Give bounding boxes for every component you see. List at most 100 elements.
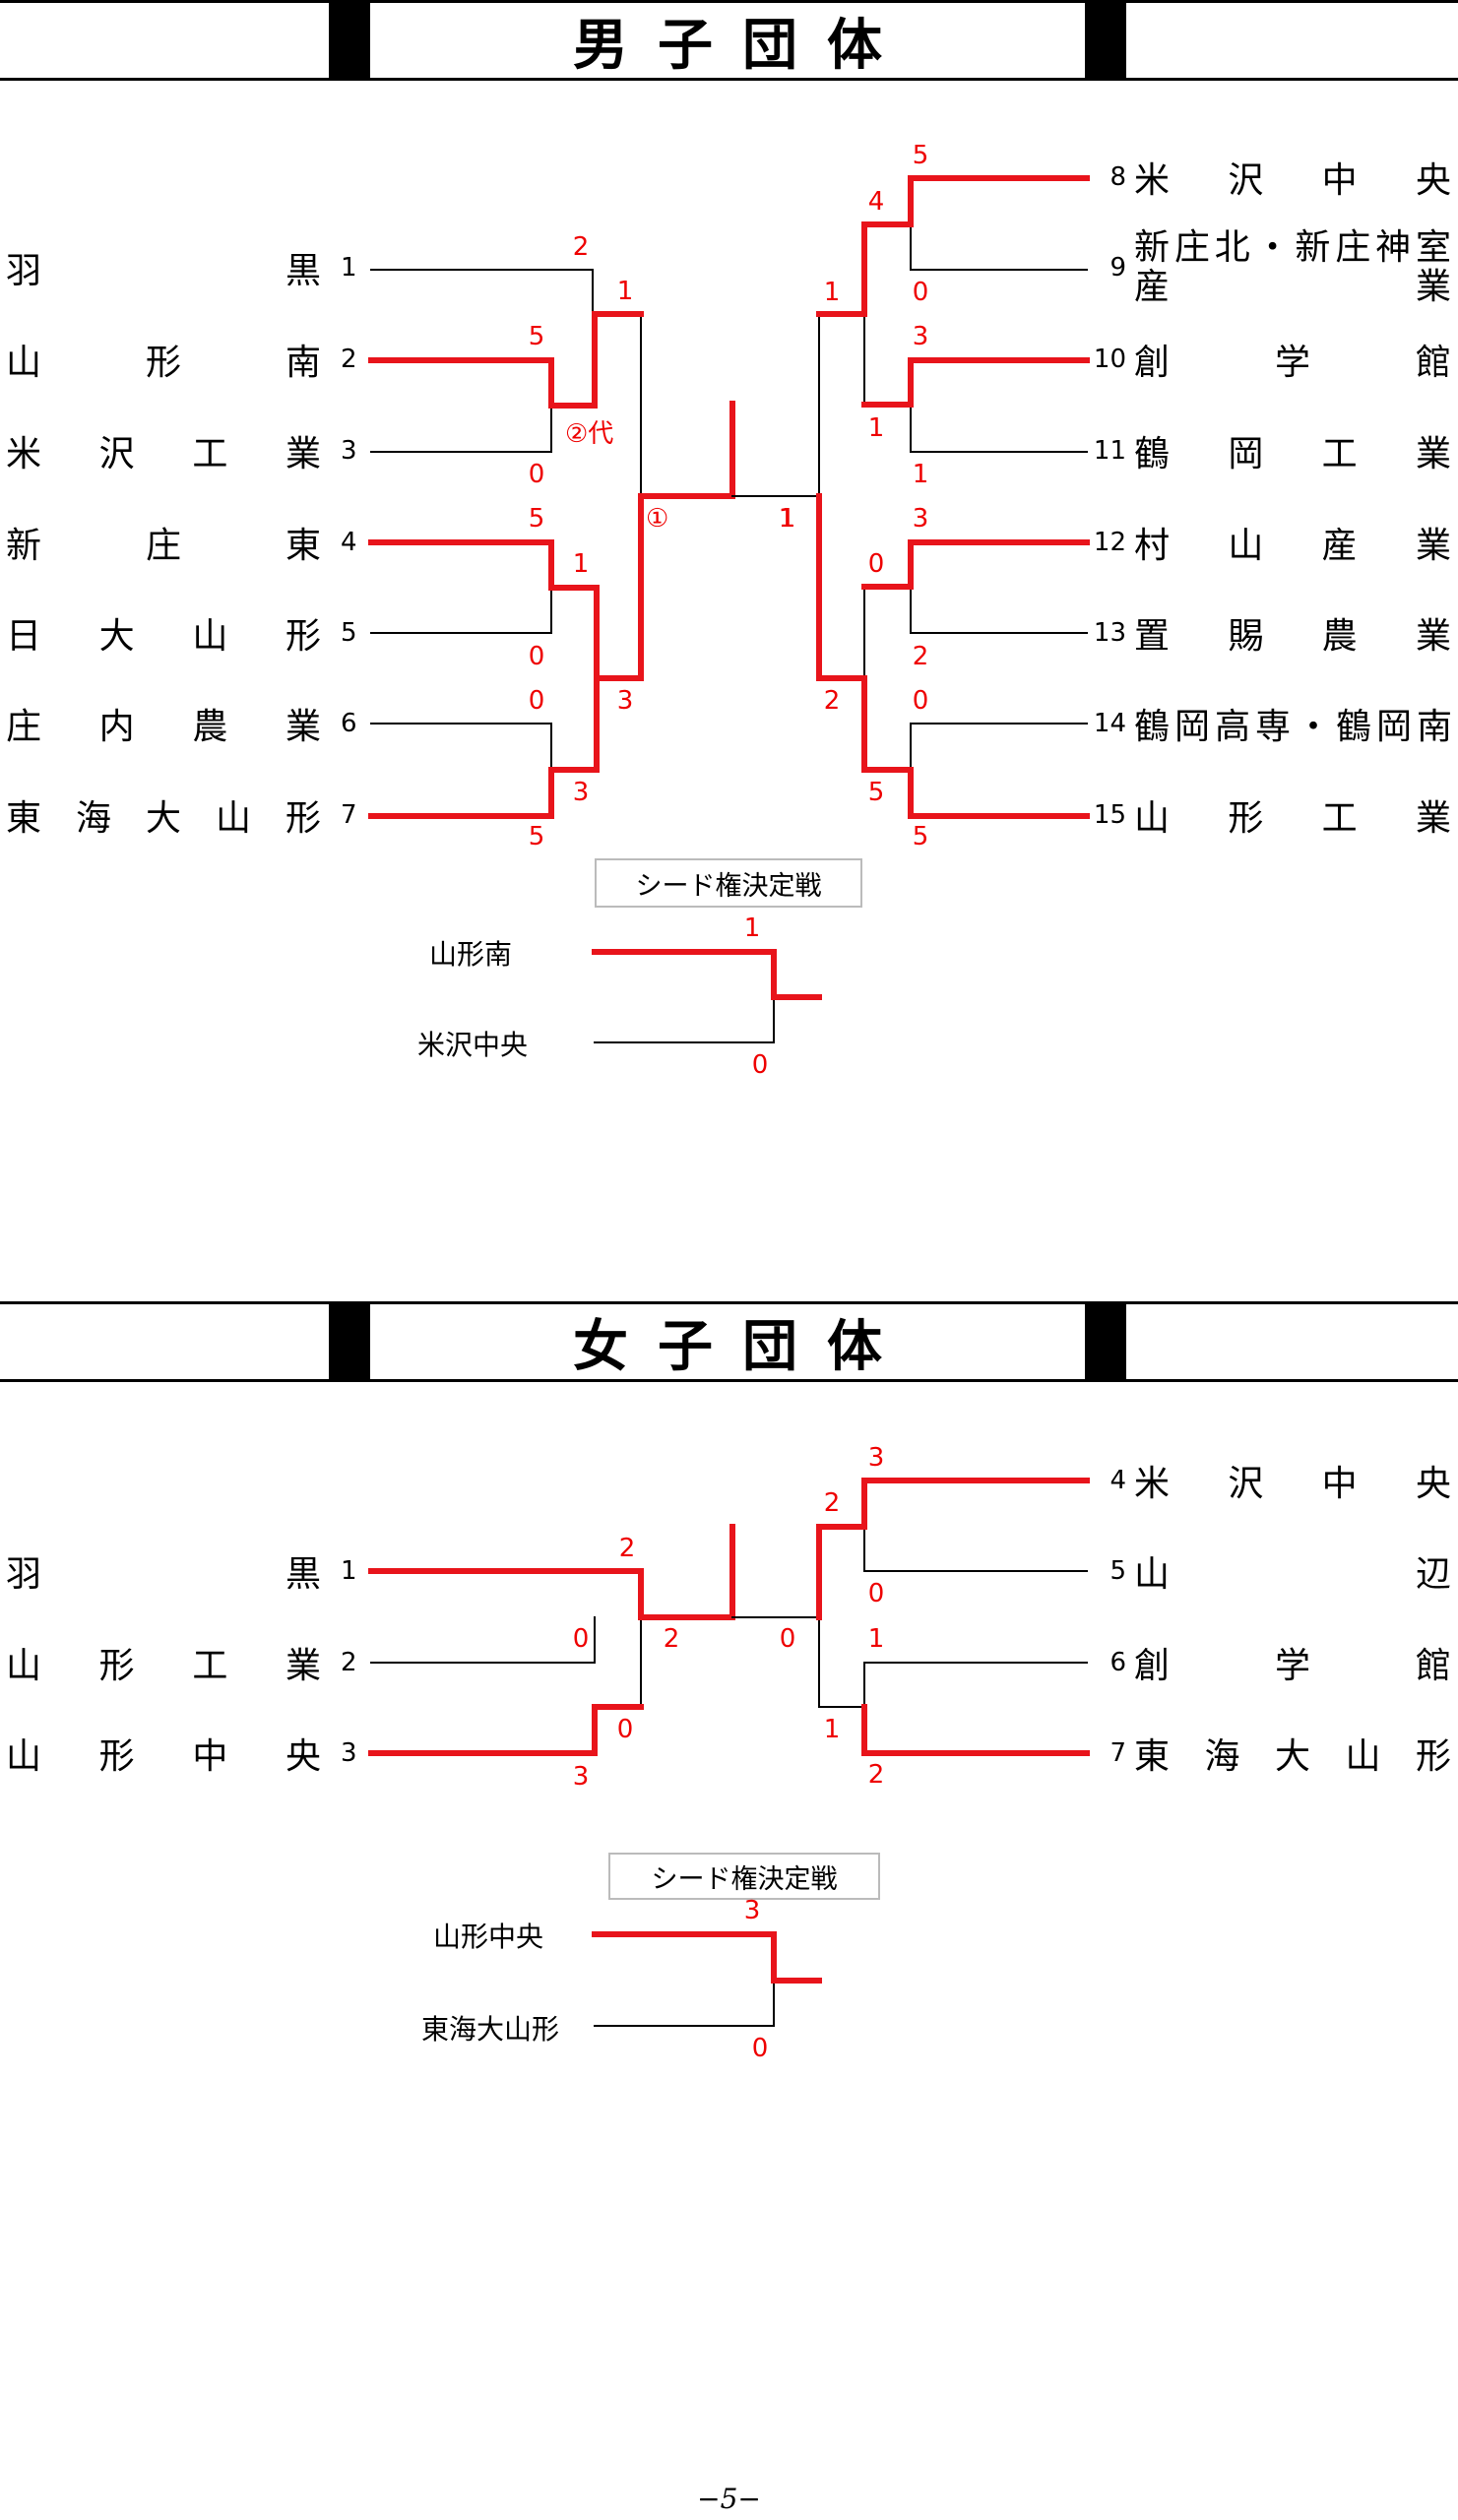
score-label: 1 bbox=[616, 277, 634, 306]
score-label: 0 bbox=[912, 686, 929, 716]
boys-section-header: 男子団体 bbox=[0, 0, 1458, 81]
score-label: 0 bbox=[616, 1715, 634, 1744]
team-name: 米沢中央 bbox=[1134, 160, 1451, 201]
seed-number: 3 bbox=[341, 1738, 357, 1768]
score-label: 0 bbox=[751, 2034, 769, 2063]
score-label: 1 bbox=[867, 1624, 885, 1654]
score-label: 2 bbox=[618, 1534, 636, 1563]
seed-number: 7 bbox=[1109, 1738, 1126, 1768]
seed-number: 2 bbox=[341, 1648, 357, 1677]
team-name: 創学館 bbox=[1134, 343, 1451, 383]
score-label: 5 bbox=[528, 822, 545, 851]
team-name: 創学館 bbox=[1134, 1646, 1451, 1686]
score-label: 5 bbox=[867, 778, 885, 807]
score-label: 1 bbox=[823, 278, 841, 307]
seed-number: 7 bbox=[341, 800, 357, 830]
team-name: 東海大山形 bbox=[6, 798, 321, 839]
seed-number: 5 bbox=[341, 618, 357, 648]
seed-number: 8 bbox=[1109, 162, 1126, 192]
score-label: 3 bbox=[743, 1896, 761, 1925]
header-left-block bbox=[329, 1304, 370, 1379]
score-label: 0 bbox=[867, 1579, 885, 1608]
score-label: 0 bbox=[528, 460, 545, 489]
seed-number: 2 bbox=[341, 345, 357, 374]
team-name: 村山産業 bbox=[1134, 526, 1451, 566]
score-label: 3 bbox=[572, 1762, 590, 1792]
score-label: 0 bbox=[528, 642, 545, 671]
playoff-title: シード権決定戦 bbox=[595, 858, 862, 908]
girls-section-header: 女子団体 bbox=[0, 1301, 1458, 1382]
header-left-block bbox=[329, 3, 370, 78]
representative-2-note: ②代 bbox=[565, 419, 614, 449]
team-name: 鶴岡高専・鶴岡南 bbox=[1134, 707, 1452, 747]
seed-number: 12 bbox=[1093, 528, 1126, 557]
score-label: 2 bbox=[572, 232, 590, 262]
score-label: 0 bbox=[867, 549, 885, 579]
score-label: 2 bbox=[823, 1488, 841, 1518]
score-label: 3 bbox=[572, 778, 590, 807]
score-label: 5 bbox=[912, 141, 929, 170]
score-label: 1 bbox=[912, 460, 929, 489]
team-name: 米沢工業 bbox=[6, 434, 321, 474]
seed-number: 1 bbox=[341, 253, 357, 283]
seed-number: 15 bbox=[1093, 800, 1126, 830]
score-label: 3 bbox=[616, 686, 634, 716]
page-number: −5− bbox=[697, 2483, 761, 2515]
playoff-team-b: 東海大山形 bbox=[420, 2013, 559, 2046]
seed-number: 1 bbox=[341, 1556, 357, 1586]
team-name: 日大山形 bbox=[6, 616, 321, 657]
seed-number: 5 bbox=[1109, 1556, 1126, 1586]
boys-title: 男子団体 bbox=[573, 13, 912, 78]
team-name: 庄内農業 bbox=[6, 707, 321, 747]
seed-number: 13 bbox=[1093, 618, 1126, 648]
seed-number: 9 bbox=[1109, 253, 1126, 283]
score-label: 0 bbox=[572, 1624, 590, 1654]
score-label: 5 bbox=[528, 504, 545, 534]
header-right-block bbox=[1085, 3, 1126, 78]
team-name: 山形工業 bbox=[6, 1646, 321, 1686]
seed-number: 10 bbox=[1093, 345, 1126, 374]
score-label: 5 bbox=[528, 322, 545, 351]
team-name: 新庄北・新庄神室産業 bbox=[1134, 227, 1451, 307]
team-name: 羽黒 bbox=[6, 1554, 321, 1595]
seed-number: 3 bbox=[341, 436, 357, 466]
team-name: 米沢中央 bbox=[1134, 1464, 1451, 1504]
score-label: 1 bbox=[778, 504, 795, 534]
team-name: 東海大山形 bbox=[1134, 1736, 1451, 1777]
seed-number: 14 bbox=[1093, 709, 1126, 738]
score-label: 0 bbox=[779, 1624, 796, 1654]
team-name: 鶴岡工業 bbox=[1134, 434, 1451, 474]
seed-number: 4 bbox=[1109, 1466, 1126, 1495]
score-label: 4 bbox=[867, 187, 885, 217]
team-name: 山形工業 bbox=[1134, 798, 1451, 839]
team-name: 山形中央 bbox=[6, 1736, 321, 1777]
team-name: 新庄東 bbox=[6, 526, 321, 566]
representative-1-note: ① bbox=[646, 504, 669, 534]
team-name: 山辺 bbox=[1134, 1554, 1451, 1595]
score-label: 3 bbox=[912, 322, 929, 351]
score-label: 0 bbox=[751, 1050, 769, 1080]
score-label: 2 bbox=[823, 686, 841, 716]
score-label: 3 bbox=[867, 1443, 885, 1473]
seed-number: 6 bbox=[341, 709, 357, 738]
score-label: 2 bbox=[867, 1760, 885, 1790]
seed-number: 6 bbox=[1109, 1648, 1126, 1677]
score-label: 0 bbox=[528, 686, 545, 716]
score-label: 1 bbox=[823, 1715, 841, 1744]
header-right-block bbox=[1085, 1304, 1126, 1379]
score-label: 2 bbox=[912, 642, 929, 671]
score-label: 1 bbox=[867, 413, 885, 443]
score-label: 0 bbox=[912, 278, 929, 307]
score-label: 3 bbox=[912, 504, 929, 534]
score-label: 1 bbox=[572, 549, 590, 579]
seed-number: 11 bbox=[1093, 436, 1126, 466]
score-label: 1 bbox=[743, 914, 761, 943]
playoff-team-a: 山形南 bbox=[428, 938, 512, 971]
score-label: 2 bbox=[663, 1624, 680, 1654]
playoff-team-a: 山形中央 bbox=[432, 1921, 543, 1953]
team-name: 羽黒 bbox=[6, 251, 321, 291]
seed-number: 4 bbox=[341, 528, 357, 557]
score-label: 5 bbox=[912, 822, 929, 851]
team-name: 山形南 bbox=[6, 343, 321, 383]
